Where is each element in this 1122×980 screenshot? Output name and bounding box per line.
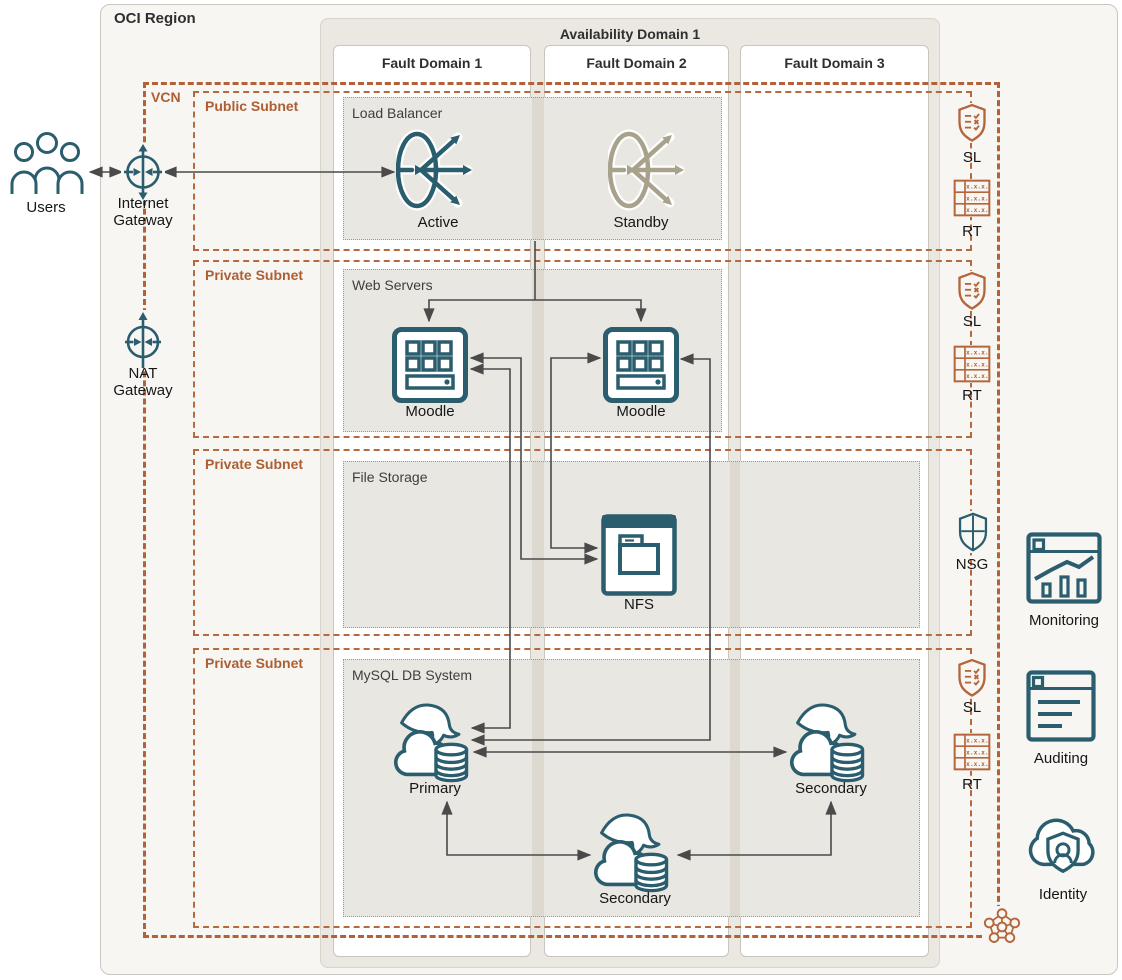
moodle-server-1-label: Moodle (405, 403, 455, 420)
vcn-boundary (143, 82, 1000, 938)
fault-domain-gap (532, 97, 544, 240)
mysql-secondary-fd3-label: Secondary (795, 780, 867, 797)
mysql-primary-icon (394, 703, 469, 783)
route-table-db-icon: x.x.x. x.x.x. x.x.x. (953, 733, 991, 771)
security-list-web-icon (955, 271, 989, 311)
oci-region-label: OCI Region (114, 10, 196, 27)
route-table-cell: x.x.x. (966, 761, 989, 768)
auditing-label: Auditing (1033, 750, 1089, 767)
nat-gateway-icon (121, 310, 165, 370)
security-list-db-icon (955, 658, 989, 698)
nat-gateway-label: NAT Gateway (113, 365, 173, 399)
route-table-cell: x.x.x. (966, 361, 989, 368)
route-table-cell: x.x.x. (966, 738, 989, 745)
private-subnet-web-label: Private Subnet (205, 267, 304, 283)
availability-domain-label: Availability Domain 1 (559, 26, 701, 42)
public-subnet-label: Public Subnet (205, 98, 299, 114)
route-table-web-icon: x.x.x. x.x.x. x.x.x. (953, 345, 991, 383)
route-table-public-label: RT (962, 223, 982, 240)
nsg-icon (956, 511, 990, 553)
fault-domain-gap (730, 659, 740, 917)
route-table-db-label: RT (962, 776, 982, 793)
public-subnet-boundary (193, 91, 972, 251)
route-table-cell: x.x.x. (966, 207, 989, 214)
route-table-cell: x.x.x. (966, 195, 989, 202)
mysql-secondary-fd3-icon (790, 703, 865, 783)
private-subnet-web-boundary (193, 260, 972, 438)
users-icon (10, 132, 84, 194)
private-subnet-storage-label: Private Subnet (205, 456, 304, 472)
mysql-secondary-fd2-label: Secondary (599, 890, 671, 907)
load-balancer-active-icon (396, 129, 473, 211)
security-list-public-icon (955, 103, 989, 143)
route-table-cell: x.x.x. (966, 350, 989, 357)
users-label: Users (26, 199, 66, 216)
monitoring-label: Monitoring (1028, 612, 1100, 629)
moodle-server-2-label: Moodle (616, 403, 666, 420)
fault-domain-3-label: Fault Domain 3 (784, 55, 885, 71)
web-servers-title: Web Servers (352, 277, 433, 293)
vcn-label: VCN (151, 89, 181, 105)
internet-gateway-label: Internet Gateway (113, 195, 173, 229)
mysql-secondary-fd2-icon (594, 813, 669, 893)
file-storage-title: File Storage (352, 469, 428, 485)
identity-label: Identity (1038, 886, 1088, 903)
load-balancer-standby-label: Standby (613, 214, 669, 231)
mysql-title: MySQL DB System (352, 667, 473, 683)
load-balancer-active-label: Active (417, 214, 459, 231)
nsg-label: NSG (955, 556, 989, 573)
identity-icon (1028, 818, 1095, 874)
security-list-web-label: SL (962, 313, 982, 330)
moodle-server-1-icon (392, 327, 468, 403)
moodle-server-2-icon (603, 327, 679, 403)
route-table-cell: x.x.x. (966, 749, 989, 756)
fault-domain-2-label: Fault Domain 2 (586, 55, 687, 71)
private-subnet-db-label: Private Subnet (205, 655, 304, 671)
internet-gateway-icon (121, 143, 165, 201)
security-list-db-label: SL (962, 699, 982, 716)
route-table-public-icon: x.x.x. x.x.x. x.x.x. (953, 179, 991, 217)
services-network-icon (982, 906, 1022, 946)
route-table-web-label: RT (962, 387, 982, 404)
route-table-cell: x.x.x. (966, 373, 989, 380)
mysql-primary-label: Primary (409, 780, 461, 797)
private-subnet-storage-boundary (193, 449, 972, 636)
fault-domain-gap (730, 461, 740, 628)
security-list-public-label: SL (962, 149, 982, 166)
load-balancer-title: Load Balancer (352, 105, 443, 121)
nfs-label: NFS (624, 596, 654, 613)
route-table-cell: x.x.x. (966, 184, 989, 191)
monitoring-icon (1026, 532, 1102, 604)
auditing-icon (1026, 670, 1096, 742)
load-balancer-standby-icon (608, 129, 685, 211)
fault-domain-1-label: Fault Domain 1 (381, 55, 483, 71)
nfs-icon (601, 514, 677, 596)
